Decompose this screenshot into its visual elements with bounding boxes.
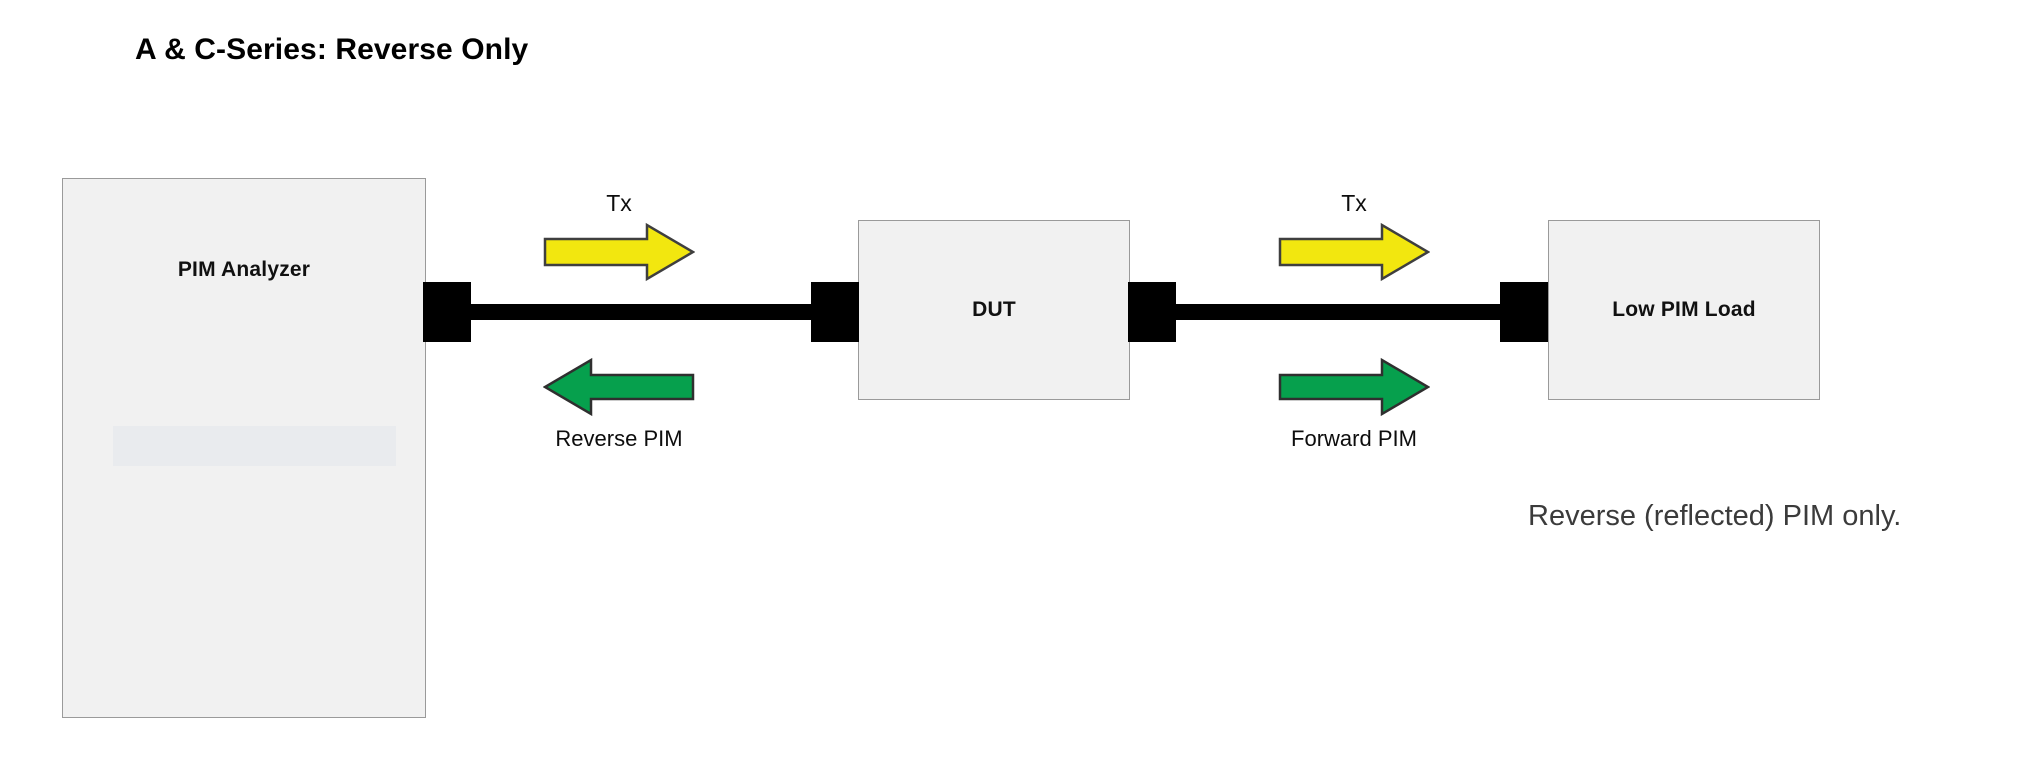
reverse-pim-arrow-left-pointing-icon <box>543 356 695 418</box>
block-low-pim-load: Low PIM Load <box>1548 220 1820 400</box>
cable-analyzer-to-dut <box>455 304 827 320</box>
block-label-pim-analyzer: PIM Analyzer <box>177 258 311 281</box>
label-tx-right: Tx <box>1341 190 1367 216</box>
block-label-dut: DUT <box>972 298 1016 321</box>
forward-pim-arrow-right-pointing-icon <box>1278 356 1430 418</box>
tx-arrow-right-pointing-icon <box>543 222 695 282</box>
page-title: A & C-Series: Reverse Only <box>135 33 529 66</box>
label-tx-left: Tx <box>606 190 632 216</box>
diagram-note: Reverse (reflected) PIM only. <box>1528 500 1902 532</box>
label-reverse-pim: Reverse PIM <box>555 426 683 451</box>
block-dut: DUT <box>858 220 1130 400</box>
cable-dut-to-load <box>1160 304 1516 320</box>
block-label-low-pim-load: Low PIM Load <box>1612 298 1756 321</box>
label-forward-pim: Forward PIM <box>1291 426 1417 451</box>
tx-arrow-right-pointing-icon-2 <box>1278 222 1430 282</box>
analyzer-display-strip <box>113 426 396 466</box>
